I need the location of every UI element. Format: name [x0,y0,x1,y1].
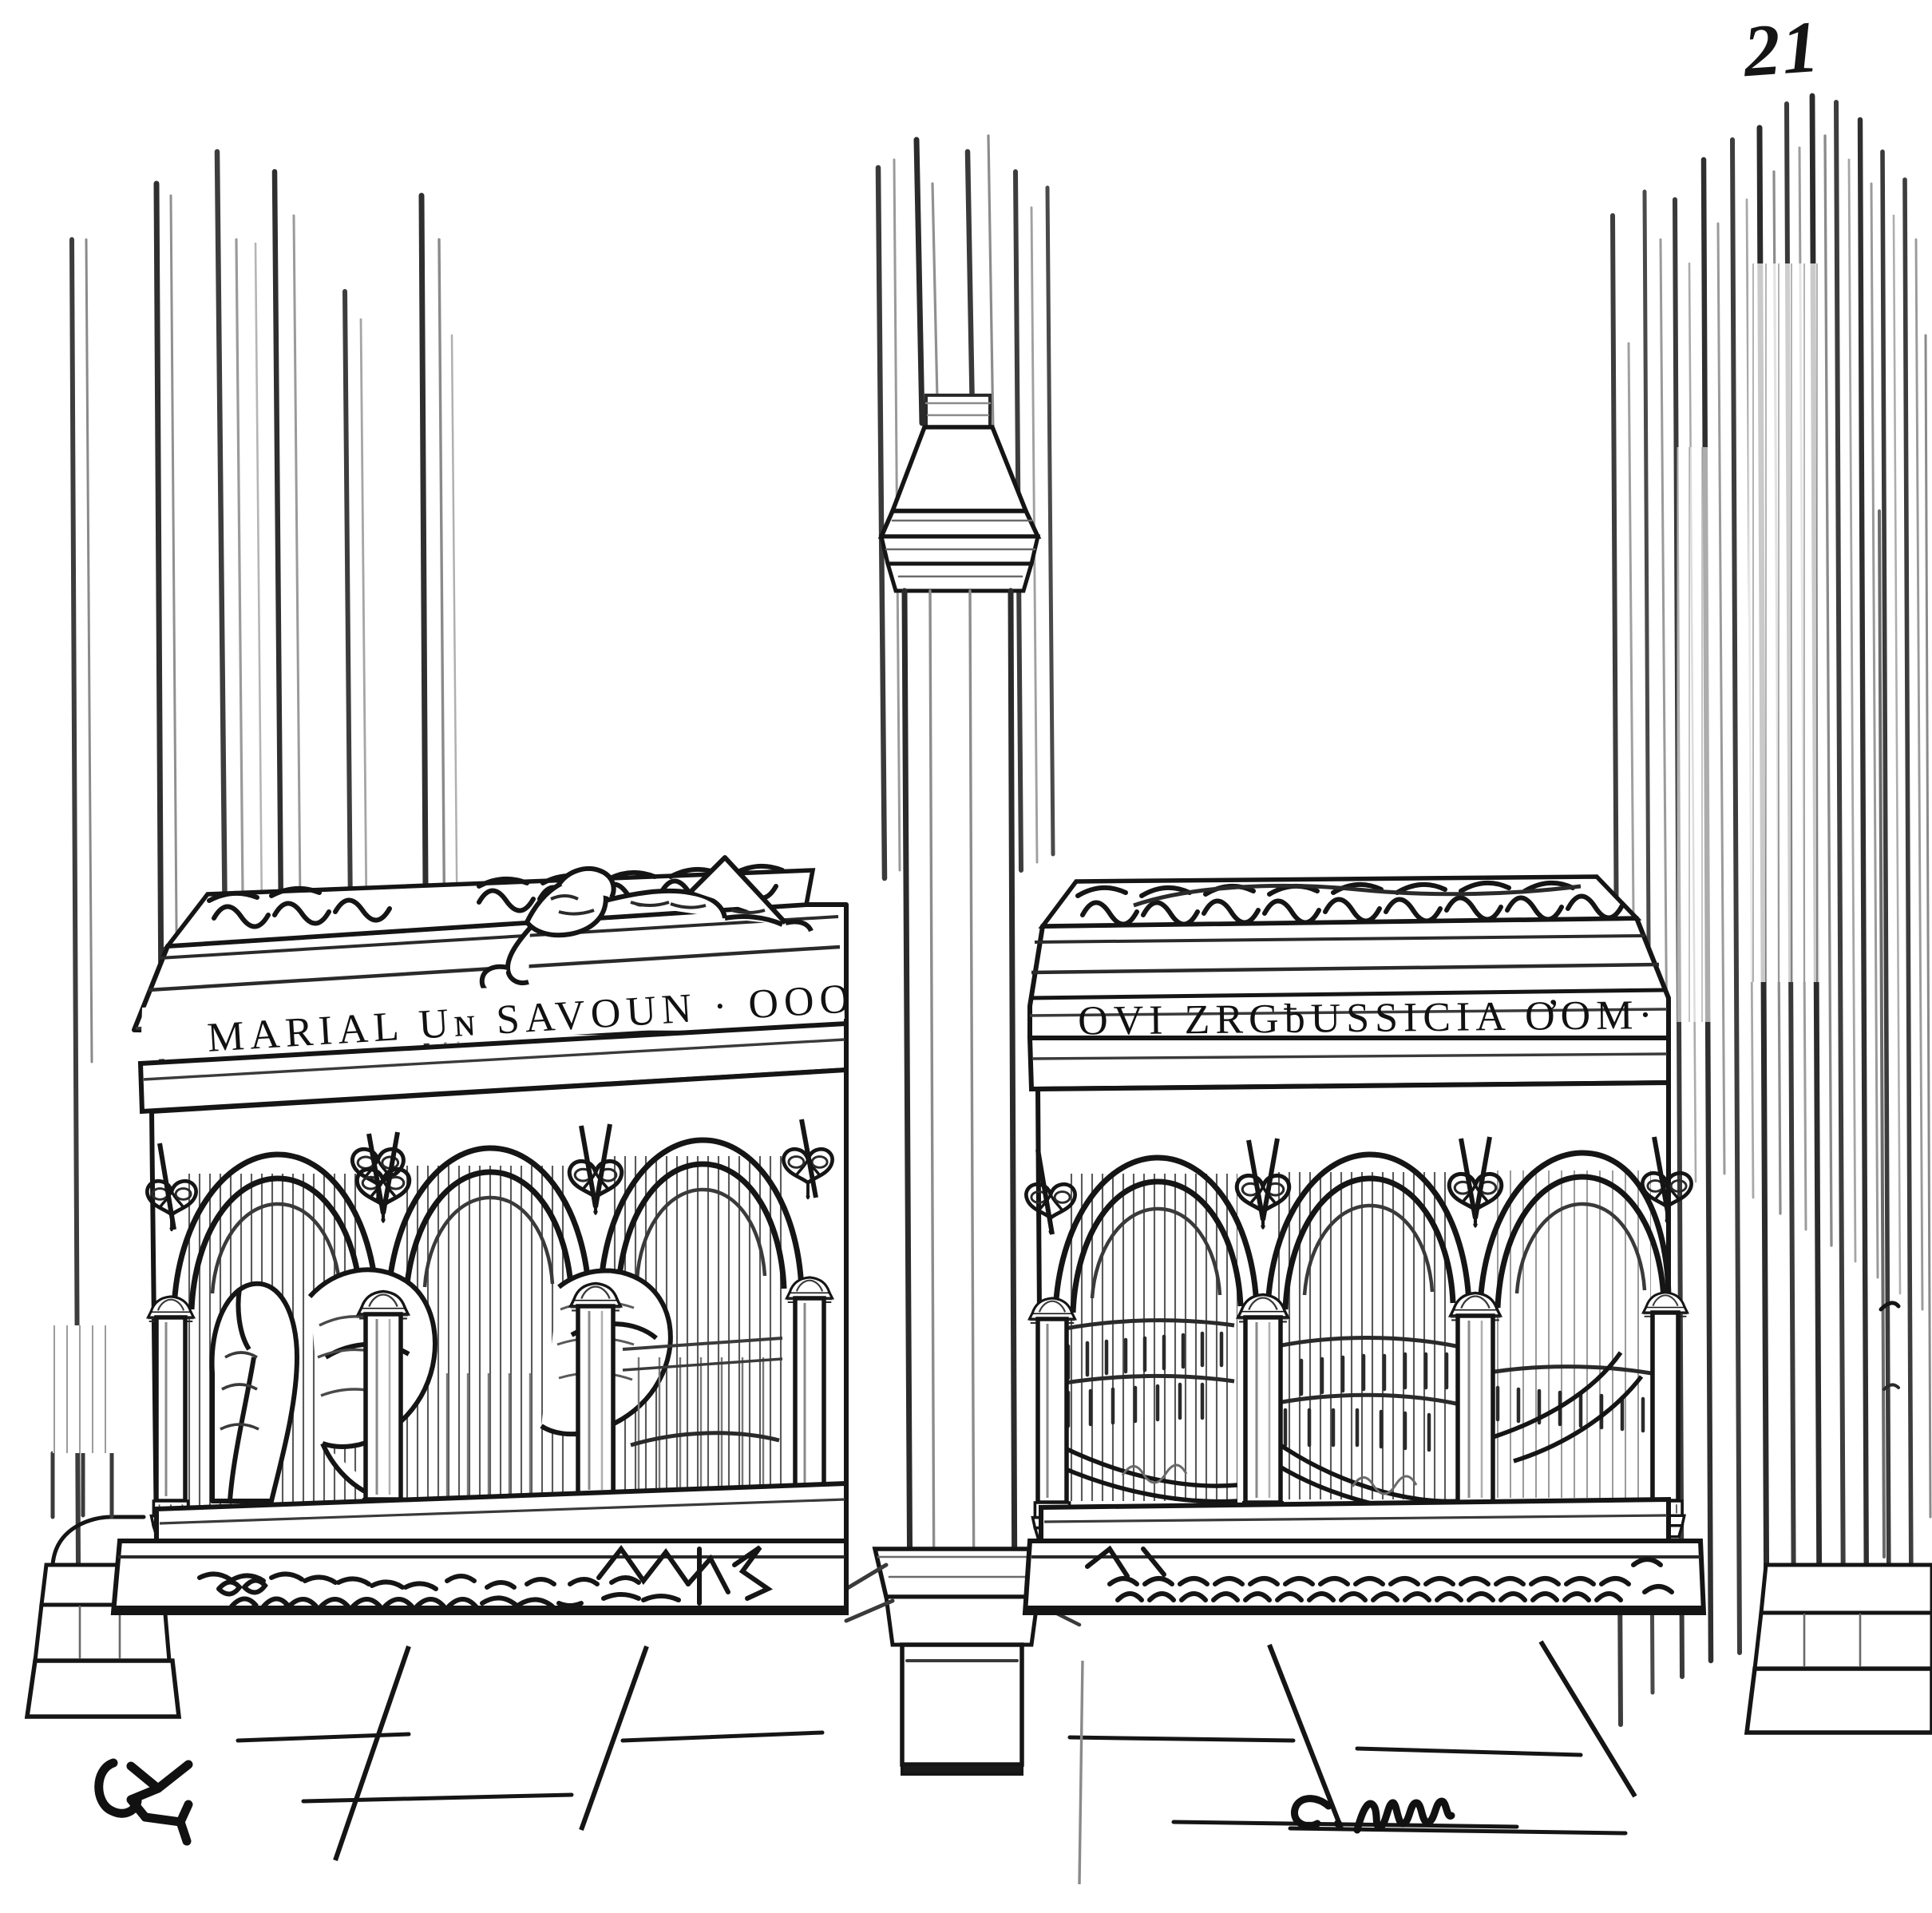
signature-mark [1290,1795,1455,1834]
right-tomb [1022,874,1707,1615]
left-tomb [110,855,849,1615]
left-tomb-effigy [479,855,814,996]
pier-base [844,1547,1082,1776]
left-pier-cluster [24,149,460,1719]
floor-paving [120,1610,1704,1885]
right-tomb-arcade [1052,1150,1672,1313]
folio-number: 21 [1740,5,1823,93]
right-plinth-ornament [1085,1545,1674,1602]
left-tomb-colonnettes [146,1276,834,1540]
right-tomb-colonnettes [1027,1291,1689,1543]
central-pier [844,134,1082,1776]
left-tomb-arcade [171,1137,805,1310]
left-plinth-ornament [197,1544,774,1615]
floor-mark-left [94,1758,193,1846]
pier-capital [877,394,1042,593]
left-tomb-weeper-1 [209,1281,299,1503]
